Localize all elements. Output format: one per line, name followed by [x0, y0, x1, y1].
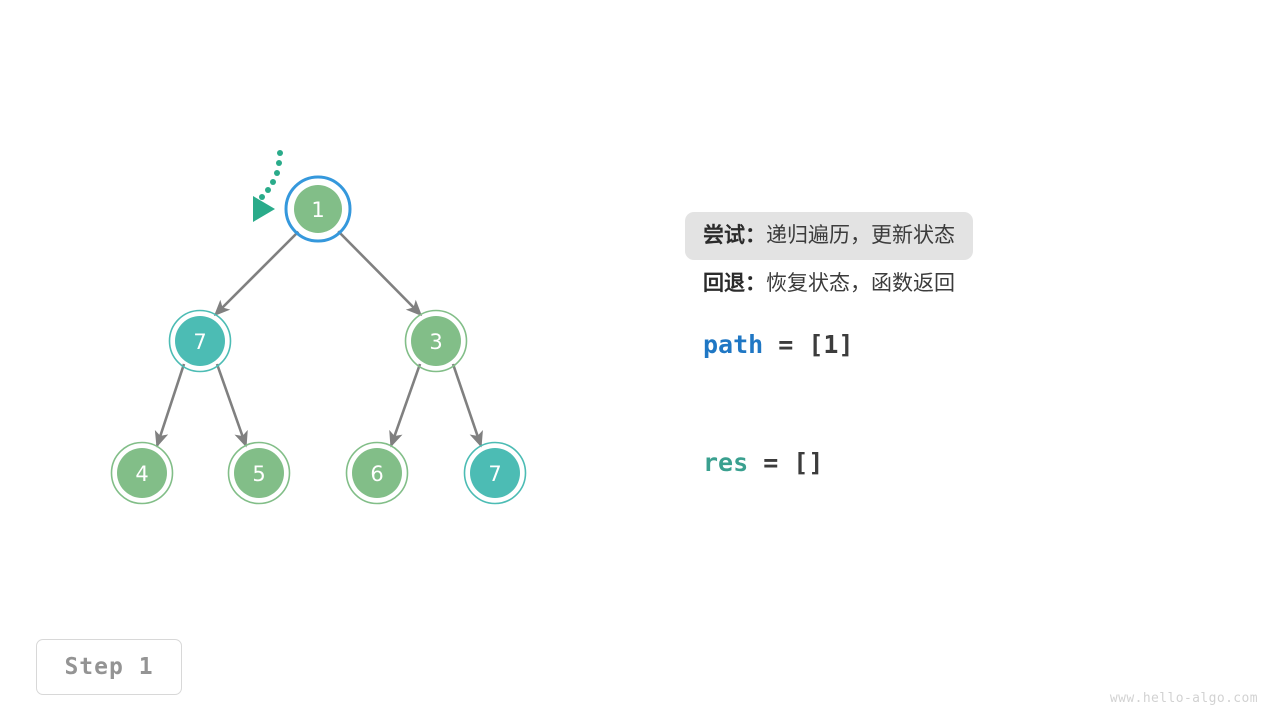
variable-name-path: path — [703, 330, 764, 359]
pointer-dot — [277, 150, 283, 156]
tree-node-root[interactable]: 1 — [284, 175, 352, 243]
tree-node-left-right[interactable]: 5 — [227, 441, 291, 505]
operation-row-backtrack: 回退：恢复状态，函数返回 — [685, 260, 1245, 308]
pointer-dot — [259, 194, 265, 200]
tree-node-right-left[interactable]: 6 — [345, 441, 409, 505]
tree-node-right-right[interactable]: 7 — [463, 441, 527, 505]
variable-path: path = [1] — [703, 330, 854, 359]
node-circle — [352, 448, 402, 498]
edge-left-to-leftright — [215, 363, 248, 448]
node-value-label: 6 — [370, 462, 383, 486]
pointer-dot — [274, 170, 280, 176]
tree-node-left[interactable]: 7 — [168, 309, 232, 373]
node-value-label: 1 — [311, 198, 324, 222]
node-circle — [175, 316, 225, 366]
node-value-label: 7 — [193, 330, 206, 354]
watermark: www.hello-algo.com — [1109, 691, 1258, 706]
pointer-triangle-icon — [253, 196, 275, 222]
tree-node-right[interactable]: 3 — [404, 309, 468, 373]
operation-text-backtrack: 恢复状态，函数返回 — [766, 271, 955, 295]
variable-res: res = [] — [703, 448, 823, 477]
variable-value-path: = [1] — [763, 330, 854, 359]
edge-right-to-rightleft — [389, 363, 422, 448]
operation-label-try: 尝试： — [703, 223, 766, 247]
node-circle — [294, 185, 342, 233]
node-value-label: 5 — [252, 462, 265, 486]
node-outer-ring — [288, 179, 348, 239]
node-outer-ring — [227, 441, 291, 505]
tree-edges — [154, 229, 483, 448]
node-circle — [411, 316, 461, 366]
node-highlight-ring — [284, 175, 352, 243]
edge-left-to-leftleft — [154, 363, 186, 448]
variable-value-res: = [] — [748, 448, 824, 477]
step-badge: Step 1 — [36, 639, 182, 695]
edge-root-to-right — [336, 229, 423, 317]
operation-line-try: 尝试：递归遍历，更新状态 — [685, 212, 973, 260]
node-circle — [234, 448, 284, 498]
node-outer-ring — [168, 309, 232, 373]
node-value-label: 3 — [429, 330, 442, 354]
edge-root-to-left — [213, 229, 301, 317]
operation-line-backtrack: 回退：恢复状态，函数返回 — [685, 260, 973, 308]
edge-right-to-rightright — [451, 363, 483, 448]
node-outer-ring — [110, 441, 174, 505]
variable-name-res: res — [703, 448, 749, 477]
node-outer-ring — [404, 309, 468, 373]
operation-label-backtrack: 回退： — [703, 271, 766, 295]
step-badge-label: Step 1 — [64, 654, 154, 680]
pointer-dot-trail — [259, 150, 283, 200]
node-outer-ring — [345, 441, 409, 505]
node-circle — [117, 448, 167, 498]
tree-node-left-left[interactable]: 4 — [110, 441, 174, 505]
operation-info-panel: 尝试：递归遍历，更新状态 回退：恢复状态，函数返回 — [685, 212, 1245, 308]
node-value-label: 7 — [488, 462, 501, 486]
node-value-label: 4 — [135, 462, 148, 486]
binary-tree-graphic: 1 7 3 4 5 6 7 — [110, 150, 527, 505]
pointer-dot — [270, 179, 276, 185]
node-circle — [470, 448, 520, 498]
operation-text-try: 递归遍历，更新状态 — [766, 223, 955, 247]
operation-row-try: 尝试：递归遍历，更新状态 — [685, 212, 1245, 260]
pointer-dot — [276, 160, 282, 166]
pointer-dot — [265, 187, 271, 193]
node-outer-ring — [463, 441, 527, 505]
